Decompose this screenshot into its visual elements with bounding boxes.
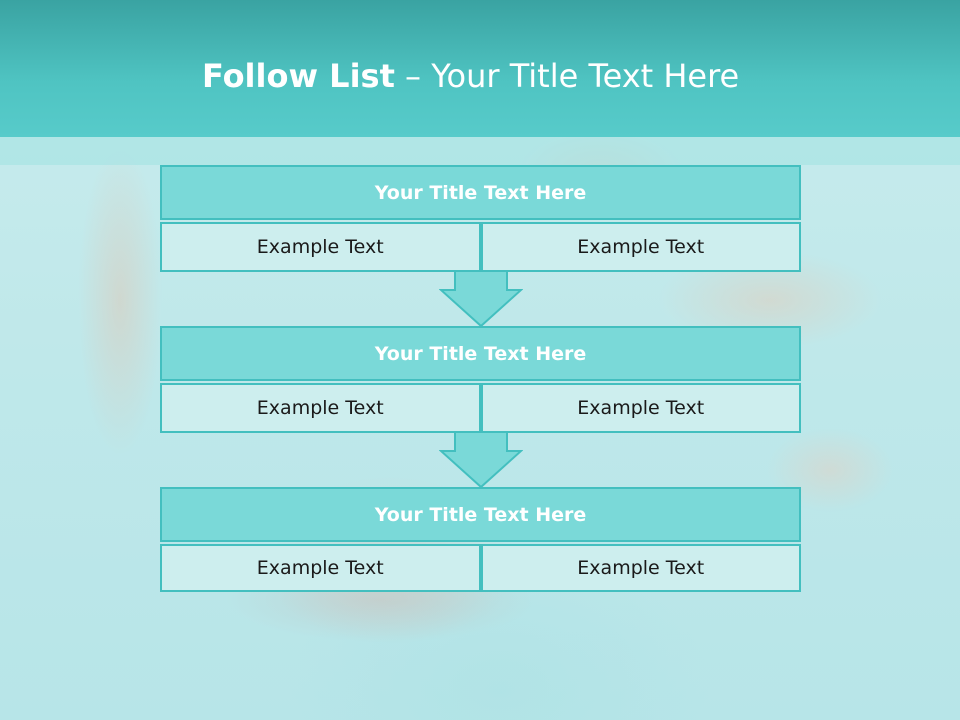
slide-title-rest: – Your Title Text Here xyxy=(394,57,740,95)
block-title: Your Title Text Here xyxy=(160,326,801,381)
block-row: Example Text Example Text xyxy=(160,222,801,272)
block-row: Example Text Example Text xyxy=(160,544,801,592)
block-row: Example Text Example Text xyxy=(160,383,801,433)
block-title: Your Title Text Here xyxy=(160,165,801,220)
down-arrow-icon xyxy=(439,270,523,328)
slide-title: Follow List – Your Title Text Here xyxy=(202,56,739,96)
down-arrow-icon xyxy=(439,431,523,489)
block-cell-right: Example Text xyxy=(480,383,801,433)
block-title: Your Title Text Here xyxy=(160,487,801,542)
block-cell-right: Example Text xyxy=(480,222,801,272)
header-strip xyxy=(0,137,960,165)
list-block-2: Your Title Text Here Example Text Exampl… xyxy=(160,326,801,433)
block-cell-left: Example Text xyxy=(160,222,481,272)
slide-title-bold: Follow List xyxy=(202,57,395,95)
block-cell-left: Example Text xyxy=(160,383,481,433)
block-cell-right: Example Text xyxy=(480,544,801,592)
block-cell-left: Example Text xyxy=(160,544,481,592)
header-band xyxy=(0,0,960,137)
list-block-3: Your Title Text Here Example Text Exampl… xyxy=(160,487,801,592)
list-block-1: Your Title Text Here Example Text Exampl… xyxy=(160,165,801,272)
